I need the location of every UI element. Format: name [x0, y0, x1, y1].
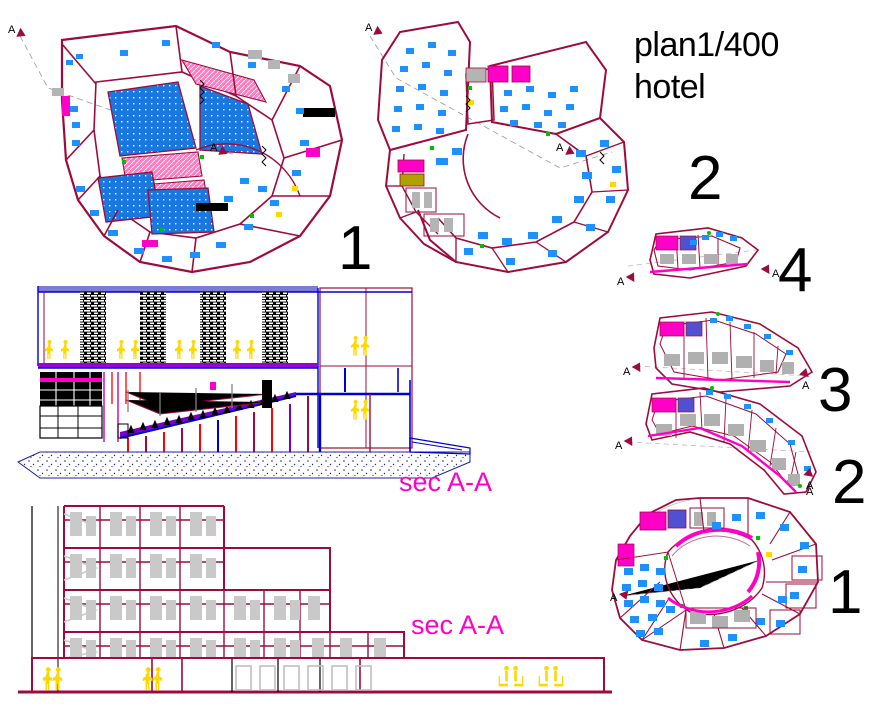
plan-2-geometry	[369, 20, 630, 274]
small-plan-4-number-label: 4	[778, 236, 813, 305]
section-aa-upper-geometry	[17, 286, 471, 479]
section-label-upper: sec A-A	[399, 467, 493, 497]
section-marker-letter-a: A	[556, 142, 564, 154]
small-plan-2-number-label: 2	[832, 448, 867, 517]
small-plan-2-geometry	[627, 386, 817, 495]
section-marker-letter-a: A	[8, 24, 16, 36]
section-marker-letter-a: A	[772, 268, 780, 280]
section-marker-letter-a: A	[806, 486, 814, 498]
section-marker-letter-a: A	[365, 22, 373, 34]
section-marker-letter-a: A	[617, 276, 625, 288]
small-plan-1-geometry	[611, 497, 823, 651]
small-plan-1-number-label: 1	[828, 558, 863, 627]
small-plan-4-geometry	[627, 227, 760, 279]
plan-2-number-label: 2	[688, 144, 723, 213]
drawing-title-line1: plan1/400	[634, 26, 779, 64]
drawing-title-line2: hotel	[634, 68, 706, 106]
section-marker-letter-a: A	[623, 366, 631, 378]
section-arrow-icon	[803, 467, 815, 477]
section-aa-lower-geometry	[18, 505, 612, 694]
section-label-lower: sec A-A	[411, 610, 505, 640]
section-marker-letter-a: A	[802, 380, 810, 392]
plan-1-number-label: 1	[338, 214, 373, 283]
plan-1-geometry	[19, 24, 344, 274]
section-marker-letter-a: A	[615, 440, 623, 452]
section-marker-letter-a: A	[210, 142, 218, 154]
section-marker-letter-a: A	[806, 480, 814, 492]
small-plan-3-number-label: 3	[818, 356, 853, 425]
small-plan-3-geometry	[635, 311, 814, 393]
section-marker-letter-a: A	[610, 592, 618, 604]
